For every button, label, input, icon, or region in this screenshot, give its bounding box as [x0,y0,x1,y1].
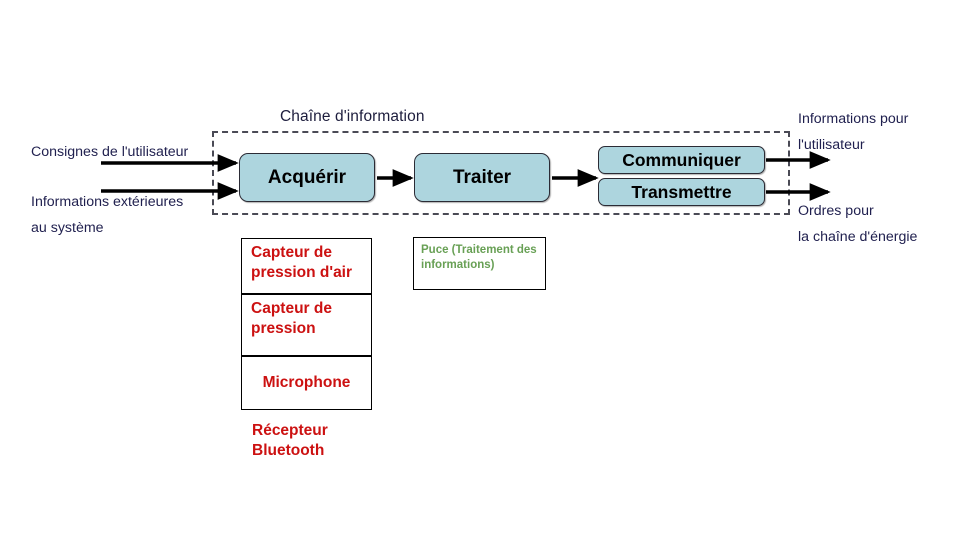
output-label-informations-utilisateur-line1: Informations pour [798,111,909,127]
component-box-capteur-pression-air: Capteur de pression d'air [241,238,372,294]
component-box-microphone: Microphone [241,356,372,410]
process-box-traiter[interactable]: Traiter [414,153,550,202]
process-box-transmettre[interactable]: Transmettre [598,178,765,206]
chaine-information-title: Chaîne d'information [280,108,425,125]
process-box-traiter-label: Traiter [452,166,512,188]
input-label-informations-line1: Informations extérieures [31,194,184,210]
component-box-puce-traitement: Puce (Traitement des informations) [413,237,546,290]
process-box-communiquer-label: Communiquer [622,149,741,170]
process-box-acquerir[interactable]: Acquérir [239,153,375,202]
output-label-ordres-energie-line2: la chaîne d'énergie [798,229,918,245]
component-label-recepteur-bluetooth: Récepteur Bluetooth [252,422,328,459]
input-label-informations: Informations extérieures au système [31,189,183,241]
input-label-consignes-line1: Consignes de l'utilisateur [31,144,189,160]
output-label-informations-utilisateur: Informations pour l'utilisateur [798,106,908,158]
process-box-communiquer[interactable]: Communiquer [598,146,765,174]
output-label-informations-utilisateur-line2: l'utilisateur [798,137,865,153]
output-label-ordres-energie: Ordres pour la chaîne d'énergie [798,198,917,250]
input-label-informations-line2: au système [31,220,104,236]
process-box-transmettre-label: Transmettre [631,181,732,202]
chaine-information-container [212,131,790,215]
process-box-acquerir-label: Acquérir [267,166,347,188]
component-box-capteur-pression: Capteur de pression [241,294,372,356]
output-label-ordres-energie-line1: Ordres pour [798,203,874,219]
input-label-consignes: Consignes de l'utilisateur [31,139,188,165]
